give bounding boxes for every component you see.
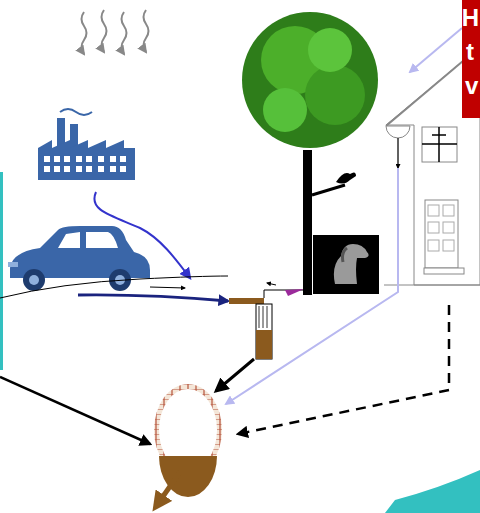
- leaf: [285, 289, 304, 296]
- banner-letter: v: [465, 74, 478, 98]
- tree: [242, 12, 378, 295]
- teal-band: [0, 172, 3, 370]
- red-banner: [462, 0, 480, 118]
- street-drain: [229, 290, 305, 359]
- leaf-arrow: [267, 283, 276, 285]
- sewer-pipe: [154, 384, 222, 497]
- drain-to-sewer-arrow: [216, 359, 254, 391]
- banner-letter: H: [462, 6, 479, 30]
- roof-runoff-line: [226, 168, 398, 404]
- left-inflow-arrow: [0, 377, 150, 444]
- rain-lines: [82, 10, 149, 54]
- teal-corner: [385, 470, 480, 513]
- bird: [336, 172, 356, 183]
- dog-icon: [313, 235, 379, 294]
- outflow-arrow: [157, 472, 180, 505]
- road-runoff-arrow: [78, 295, 228, 301]
- factory-icon: [38, 109, 135, 180]
- car-icon: [8, 226, 150, 291]
- flow-arrow: [150, 287, 185, 288]
- banner-letter: t: [466, 40, 474, 64]
- house-sewage-line: [238, 305, 449, 434]
